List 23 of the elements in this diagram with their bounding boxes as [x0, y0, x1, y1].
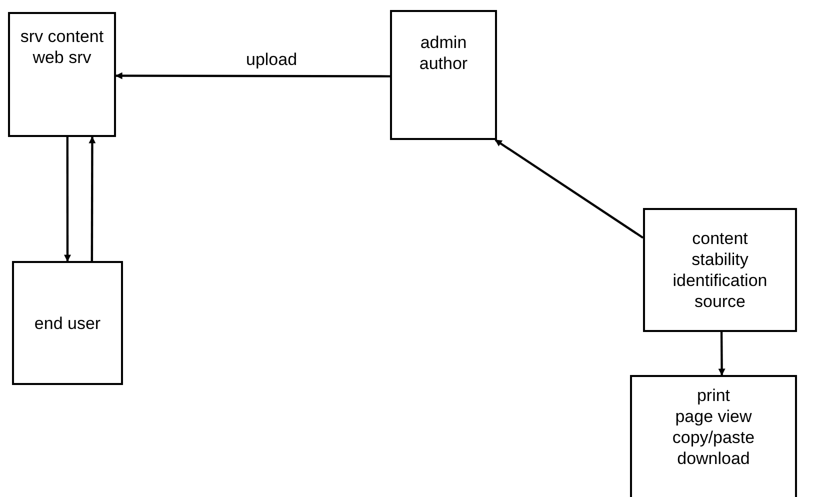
box-text: srv content	[20, 26, 104, 47]
arrow	[494, 139, 644, 239]
process-box	[630, 375, 797, 497]
process-box	[643, 208, 797, 332]
box-text: copy/paste	[672, 427, 755, 448]
box-text: author	[419, 53, 468, 74]
box-text: page view	[675, 406, 752, 427]
process-box	[8, 12, 116, 137]
process-box	[12, 261, 123, 385]
box-text: stability	[692, 249, 748, 270]
box-text: identification	[672, 270, 768, 291]
arrow	[115, 72, 390, 80]
box-text: web srv	[32, 47, 92, 68]
box-text: source	[694, 291, 746, 312]
box-text: admin	[420, 32, 467, 53]
box-text: print	[696, 385, 730, 406]
arrow	[718, 332, 726, 376]
arrow	[64, 137, 71, 262]
arrow	[88, 136, 96, 261]
box-text: content	[692, 228, 748, 249]
box-text: end user	[34, 312, 101, 334]
box-text: download	[677, 448, 750, 469]
process-box	[390, 10, 497, 140]
